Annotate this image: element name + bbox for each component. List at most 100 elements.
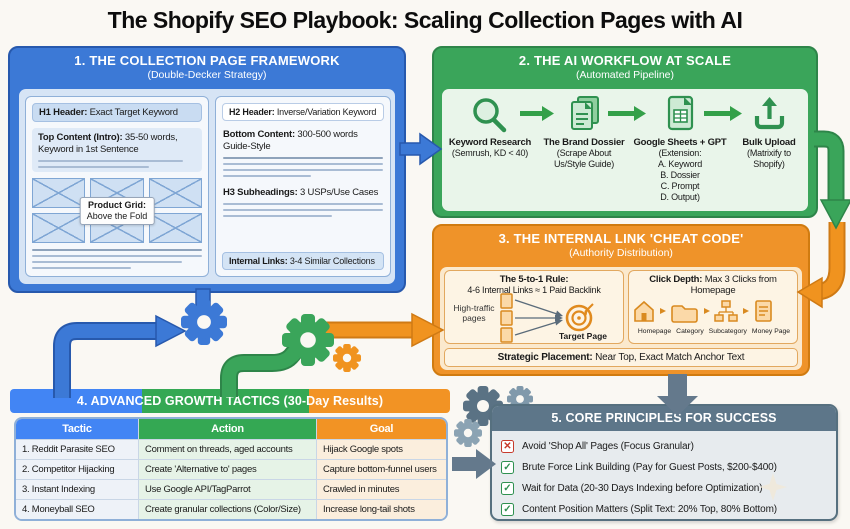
- list-item: ✕ Avoid 'Shop All' Pages (Focus Granular…: [501, 436, 827, 457]
- placeholder-line: [223, 163, 383, 165]
- h3-value: 3 USPs/Use Cases: [297, 187, 379, 198]
- spreadsheet-icon: [667, 95, 694, 131]
- internal-link-body: The 5-to-1 Rule: 4-6 Internal Links ≈ 1 …: [440, 267, 802, 370]
- pipe-framework-down: [195, 288, 211, 318]
- bottom-content-value: 300-500 words Guide-Style: [223, 129, 358, 152]
- section3-subtitle: (Authority Distribution): [569, 247, 673, 259]
- workflow-step: Keyword Research (Semrush, KD < 40): [442, 137, 538, 203]
- page-title: The Shopify SEO Playbook: Scaling Collec…: [107, 7, 743, 33]
- cell-goal: Crawled in minutes: [316, 479, 446, 499]
- column-header-tactic: Tactic: [16, 419, 138, 439]
- growth-tactics-table: Tactic Action Goal 1. Reddit Parasite SE…: [14, 417, 448, 521]
- footer-lines: [32, 245, 202, 269]
- gear-icon: [454, 419, 482, 447]
- section-growth-tactics-header: 4. ADVANCED GROWTH TACTICS (30-Day Resul…: [10, 389, 450, 413]
- placeholder-line: [223, 215, 332, 217]
- section2-header: 2. THE AI WORKFLOW AT SCALE (Automated P…: [434, 48, 816, 81]
- depth-label: Click Depth:: [649, 274, 703, 285]
- placeholder-line: [223, 209, 383, 211]
- depth-title-wrap: Click Depth: Max 3 Clicks from Homepage: [629, 274, 797, 296]
- target-page-label: Target Page: [558, 331, 607, 341]
- sitemap-icon: [714, 300, 738, 322]
- product-thumb: [32, 213, 86, 243]
- product-grid: Product Grid: Above the Fold: [32, 178, 202, 243]
- gear-icon: [282, 314, 334, 366]
- cell-tactic: 2. Competitor Hijacking: [16, 459, 138, 479]
- five-to-one-panel: The 5-to-1 Rule: 4-6 Internal Links ≈ 1 …: [444, 270, 624, 344]
- section1-header: 1. THE COLLECTION PAGE FRAMEWORK (Double…: [10, 48, 404, 81]
- step-detail: (Extension: A. Keyword B. Dossier C. Pro…: [657, 148, 703, 202]
- top-content-label: Top Content (Intro):: [38, 132, 123, 143]
- principles-list: ✕ Avoid 'Shop All' Pages (Focus Granular…: [492, 431, 836, 519]
- table-header-row: Tactic Action Goal: [16, 419, 446, 439]
- upload-icon: [754, 97, 785, 130]
- mini-arrow-icon: [660, 308, 666, 314]
- placeholder-line: [38, 166, 149, 168]
- gear-icon: [333, 344, 361, 372]
- rule-text: 4-6 Internal Links ≈ 1 Paid Backlink: [467, 285, 601, 295]
- table-row: 2. Competitor Hijacking Create 'Alternat…: [16, 459, 446, 479]
- depth-labels-row: Homepage Category Subcategory Money Page: [629, 328, 799, 335]
- section2-subtitle: (Automated Pipeline): [575, 69, 675, 81]
- h2-header-note: H2 Header: Inverse/Variation Keyword: [222, 103, 384, 121]
- workflow-labels-row: Keyword Research (Semrush, KD < 40) The …: [442, 137, 808, 203]
- principle-text: Content Position Matters (Split Text: 20…: [522, 504, 777, 515]
- list-item: ✓ Content Position Matters (Split Text: …: [501, 499, 827, 519]
- bottom-deck-notes: H2 Header: Inverse/Variation Keyword Bot…: [215, 96, 391, 277]
- product-thumb: [32, 178, 86, 208]
- rule-title: The 5-to-1 Rule:: [499, 274, 569, 285]
- bottom-content-label: Bottom Content:: [223, 129, 295, 140]
- section-internal-link: 3. THE INTERNAL LINK 'CHEAT CODE' (Autho…: [432, 224, 810, 376]
- cell-action: Comment on threads, aged accounts: [138, 439, 316, 459]
- h2-value: Inverse/Variation Keyword: [274, 107, 377, 117]
- workflow-step: The Brand Dossier (Scrape About Us/Style…: [538, 137, 630, 203]
- cell-action: Create granular collections (Color/Size): [138, 499, 316, 519]
- principle-text: Wait for Data (20-30 Days Indexing befor…: [522, 483, 763, 494]
- fan-arrows: [514, 299, 563, 336]
- check-icon: ✓: [501, 461, 514, 474]
- placement-label: Strategic Placement:: [497, 352, 593, 363]
- cell-goal: Increase long-tail shots: [316, 499, 446, 519]
- flow-arrow-icon: [608, 106, 646, 121]
- click-depth-panel: Click Depth: Max 3 Clicks from Homepage: [628, 270, 798, 344]
- workflow-step: Bulk Upload (Matrixify to Shopify): [730, 137, 808, 203]
- step-title: Bulk Upload: [742, 137, 796, 148]
- cell-action: Create 'Alternative to' pages: [138, 459, 316, 479]
- arrow-workflow-to-internal-link: [814, 130, 850, 230]
- depth-value: Max 3 Clicks from Homepage: [690, 274, 777, 296]
- placeholder-line: [38, 160, 184, 162]
- grid-label-bold: Product Grid:: [87, 199, 146, 210]
- link-fan-diagram: [500, 293, 594, 343]
- section5-title: 5. CORE PRINCIPLES FOR SUCCESS: [492, 406, 836, 431]
- step-detail: (Matrixify to Shopify): [747, 148, 791, 169]
- cell-goal: Hijack Google spots: [316, 439, 446, 459]
- cell-tactic: 1. Reddit Parasite SEO: [16, 439, 138, 459]
- cell-action: Use Google API/TagParrot: [138, 479, 316, 499]
- flow-arrow-icon: [520, 106, 554, 121]
- product-grid-label: Product Grid: Above the Fold: [79, 196, 155, 225]
- column-header-action: Action: [138, 419, 316, 439]
- workflow-body: Keyword Research (Semrush, KD < 40) The …: [442, 89, 808, 211]
- depth-icons-row: [634, 300, 772, 323]
- grid-label-rest: Above the Fold: [86, 210, 148, 221]
- section1-title: 1. THE COLLECTION PAGE FRAMEWORK: [74, 53, 340, 68]
- strategic-placement-note: Strategic Placement: Near Top, Exact Mat…: [444, 348, 798, 367]
- step-detail: (Scrape About Us/Style Guide): [553, 148, 615, 169]
- list-item: ✓ Wait for Data (20-30 Days Indexing bef…: [501, 478, 827, 499]
- cell-tactic: 4. Moneyball SEO: [16, 499, 138, 519]
- principle-text: Brute Force Link Building (Pay for Guest…: [522, 462, 777, 473]
- top-content-value: 35-50 words, Keyword in 1st Sentence: [38, 132, 178, 155]
- folder-icon: [671, 305, 698, 323]
- section-collection-framework: 1. THE COLLECTION PAGE FRAMEWORK (Double…: [8, 46, 406, 293]
- section3-title: 3. THE INTERNAL LINK 'CHEAT CODE': [498, 231, 744, 246]
- workflow-icons-row: [473, 95, 785, 133]
- placeholder-line: [223, 203, 383, 205]
- h3-subheadings-note: H3 Subheadings: 3 USPs/Use Cases: [222, 185, 384, 219]
- home-icon: [634, 300, 654, 322]
- depth-step-label: Category: [676, 328, 704, 335]
- mini-arrow-icon: [743, 308, 749, 314]
- check-icon: ✓: [501, 503, 514, 516]
- placeholder-line: [223, 169, 383, 171]
- product-thumb: [148, 213, 202, 243]
- table-row: 4. Moneyball SEO Create granular collect…: [16, 499, 446, 519]
